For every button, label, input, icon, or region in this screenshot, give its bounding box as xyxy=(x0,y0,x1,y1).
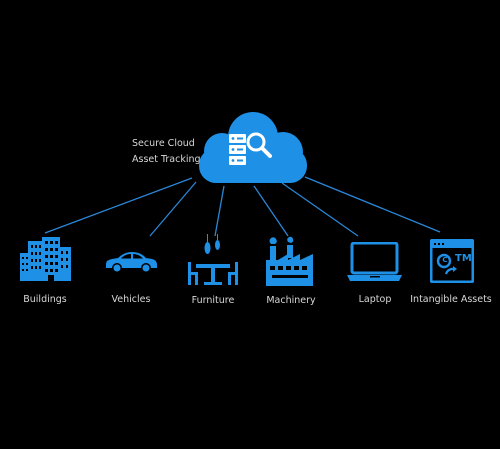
label-buildings: Buildings xyxy=(23,294,67,305)
furniture-icon xyxy=(188,234,238,285)
buildings-icon xyxy=(20,237,71,281)
label-intangible-assets: Intangible Assets xyxy=(410,294,492,305)
cloud-label-line2: Asset Tracking xyxy=(132,154,201,165)
label-laptop: Laptop xyxy=(358,294,392,305)
connector-laptop xyxy=(281,182,359,237)
connector-buildings xyxy=(44,177,193,234)
cloud-label-line1: Secure Cloud xyxy=(132,138,195,149)
intangible-assets-icon xyxy=(430,239,474,283)
connector-furniture xyxy=(214,185,225,237)
car-icon xyxy=(106,252,157,273)
label-machinery: Machinery xyxy=(266,295,316,306)
trademark-symbol: TM xyxy=(455,253,472,264)
factory-icon xyxy=(266,236,313,286)
laptop-icon xyxy=(347,242,402,281)
label-vehicles: Vehicles xyxy=(111,294,151,305)
label-furniture: Furniture xyxy=(191,295,235,306)
cloud-label: Secure Cloud Asset Tracking xyxy=(132,136,201,168)
connector-vehicles xyxy=(149,181,197,237)
connector-machinery xyxy=(253,185,289,237)
copyright-symbol: C xyxy=(442,256,448,264)
connector-intangible xyxy=(304,176,441,233)
